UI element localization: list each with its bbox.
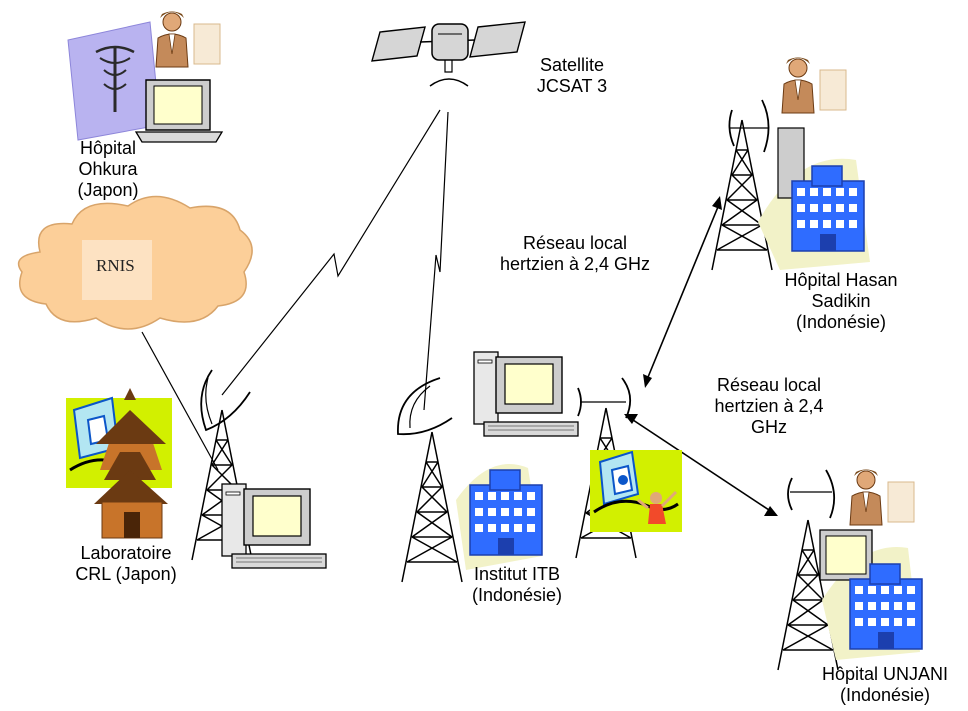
link-crl-satellite [221,109,441,396]
satellite-label-line: Satellite [539,55,605,75]
wlan-unjani-label-line: Réseau local [716,375,822,395]
ohkura-label-line: Hôpital [79,138,137,158]
itb-computer-icon [473,351,579,437]
crl-computer-icon [221,483,327,569]
satellite-label-line: JCSAT 3 [536,76,608,96]
hasan-label-line: Hôpital Hasan [784,270,898,290]
itb-relay-tower [575,377,637,559]
itb-label-line: (Indonésie) [471,585,563,605]
itb-label: Institut ITB (Indonésie) [452,564,582,606]
wlan-link-hasan [643,196,722,388]
unjani-label-line: Hôpital UNJANI [821,664,949,684]
crl-label-line: CRL (Japon) [75,564,177,584]
hasan-label-line: Sadikin [811,291,871,311]
ohkura-label: Hôpital Ohkura (Japon) [60,138,156,201]
itb-building-icon [456,464,543,570]
satellite-label: Satellite JCSAT 3 [522,55,622,97]
rnis-label: RNIS [96,256,135,275]
hasan-label-line: (Indonésie) [795,312,887,332]
rnis-cloud-icon [17,195,253,330]
crl-label-line: Laboratoire [80,543,172,563]
ohkura-label-line: Ohkura [78,159,138,179]
ohkura-label-line: (Japon) [77,180,139,200]
crl-antenna-tower [191,369,253,561]
wlan-hasan-label-line: Réseau local [522,233,628,253]
wlan-unjani-label: Réseau local hertzien à 2,4 GHz [694,375,844,438]
link-rnis-crl [141,331,219,471]
itb-label-line: Institut ITB [473,564,561,584]
link-itb-satellite [423,111,449,411]
hasan-doctor-icon [781,57,847,114]
unjani-label: Hôpital UNJANI (Indonésie) [810,664,960,706]
unjani-doctor-icon [849,469,915,526]
itb-lab-tile-icon [588,448,684,534]
crl-laboratory-icon [66,388,172,539]
crl-label: Laboratoire CRL (Japon) [66,543,186,585]
hasan-antenna-tower [711,99,773,271]
unjani-building-icon [819,529,923,660]
satellite-icon [371,21,526,87]
wlan-unjani-label-line: hertzien à 2,4 [714,396,824,416]
wlan-hasan-label: Réseau local hertzien à 2,4 GHz [480,233,670,275]
wlan-unjani-label-line: GHz [751,417,787,437]
unjani-label-line: (Indonésie) [839,685,931,705]
unjani-antenna-tower [777,469,839,671]
hasan-building-icon [758,127,870,270]
hasan-label: Hôpital Hasan Sadikin (Indonésie) [766,270,916,333]
ohkura-hospital-icon [67,11,224,143]
itb-antenna-tower [397,377,463,583]
wlan-hasan-label-line: hertzien à 2,4 GHz [499,254,651,274]
